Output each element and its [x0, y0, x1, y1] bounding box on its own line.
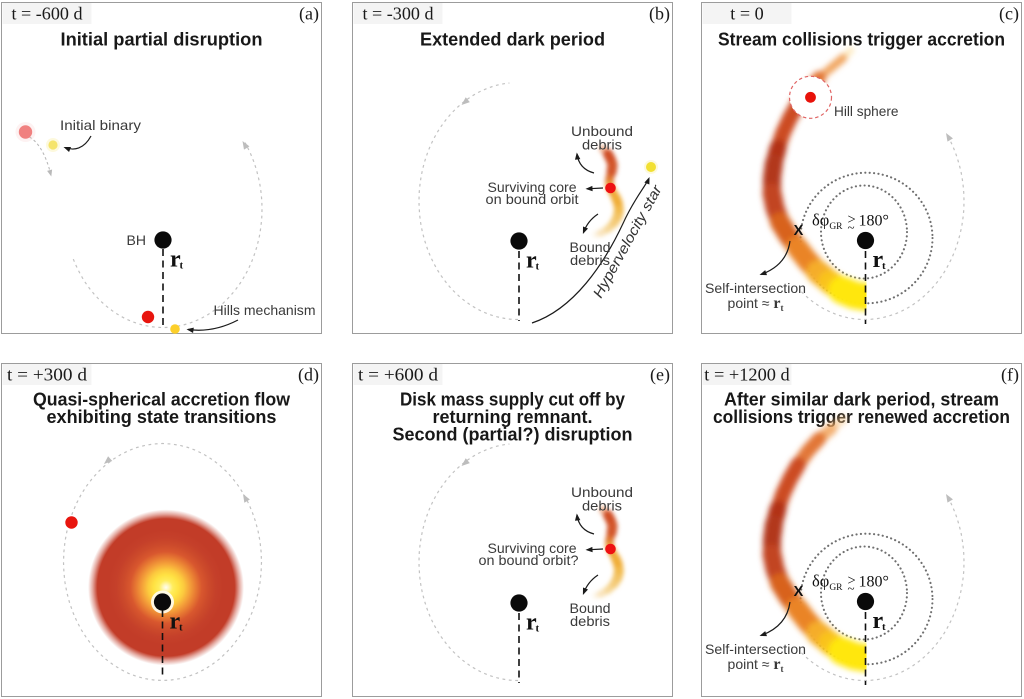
svg-text:Initial partial disruption: Initial partial disruption [61, 30, 263, 50]
svg-text:t: t [882, 621, 886, 633]
svg-text:(b): (b) [649, 4, 670, 25]
svg-text:Hill sphere: Hill sphere [834, 103, 899, 119]
svg-text:After similar dark period, str: After similar dark period, stream [724, 390, 999, 410]
svg-text:r: r [526, 248, 537, 274]
svg-text:Stream collisions trigger accr: Stream collisions trigger accretion [718, 30, 1005, 50]
svg-text:>: > [848, 573, 856, 589]
svg-text:t = +600 d: t = +600 d [358, 365, 438, 385]
svg-text:(a): (a) [299, 4, 319, 25]
svg-text:Surviving core: Surviving core [488, 179, 577, 195]
svg-text:t = -600 d: t = -600 d [12, 4, 83, 24]
svg-text:on bound orbit: on bound orbit [486, 191, 579, 207]
svg-text:t = +1200 d: t = +1200 d [704, 365, 790, 385]
svg-text:Self-intersection: Self-intersection [705, 280, 806, 296]
svg-text:Hills mechanism: Hills mechanism [214, 302, 316, 318]
svg-text:t: t [882, 260, 886, 272]
svg-text:t: t [536, 261, 540, 273]
svg-text:X: X [794, 223, 804, 239]
svg-text:Self-intersection: Self-intersection [705, 641, 806, 657]
svg-text:r: r [170, 609, 181, 635]
svg-text:r: r [170, 247, 181, 273]
svg-text:r: r [873, 608, 884, 634]
svg-text:Surviving core: Surviving core [488, 540, 577, 556]
svg-text:on bound orbit?: on bound orbit? [479, 552, 579, 568]
svg-text:Extended dark period: Extended dark period [420, 30, 605, 50]
svg-text:>: > [848, 212, 856, 228]
svg-text:r: r [873, 247, 884, 273]
svg-text:180°: 180° [859, 213, 889, 230]
svg-text:r: r [526, 610, 537, 636]
svg-text:debris: debris [582, 498, 622, 514]
svg-text:~: ~ [848, 581, 855, 596]
svg-text:t = +300 d: t = +300 d [7, 365, 87, 385]
svg-text:exhibiting state transitions: exhibiting state transitions [47, 407, 277, 427]
svg-text:t: t [179, 622, 183, 634]
svg-text:180°: 180° [859, 574, 889, 591]
svg-text:Unbound: Unbound [571, 123, 633, 139]
svg-text:Initial binary: Initial binary [60, 117, 141, 133]
svg-text:collisions trigger renewed acc: collisions trigger renewed accretion [713, 407, 1010, 427]
svg-text:(e): (e) [650, 365, 670, 386]
svg-text:(d): (d) [298, 365, 319, 386]
svg-text:debris: debris [570, 613, 610, 629]
svg-text:Unbound: Unbound [571, 484, 633, 500]
svg-text:Bound: Bound [570, 239, 611, 255]
svg-text:(c): (c) [999, 4, 1019, 25]
svg-text:Quasi-spherical accretion flow: Quasi-spherical accretion flow [33, 390, 291, 410]
svg-text:t: t [180, 260, 184, 272]
svg-text:BH: BH [127, 232, 146, 248]
svg-text:t = -300 d: t = -300 d [363, 4, 434, 24]
svg-text:point ≈ rt: point ≈ rt [728, 656, 784, 674]
svg-text:debris: debris [582, 137, 622, 153]
svg-text:Disk mass supply cut off by: Disk mass supply cut off by [400, 390, 625, 410]
svg-text:t = 0: t = 0 [730, 4, 764, 24]
svg-text:X: X [794, 584, 804, 600]
svg-text:(f): (f) [1001, 365, 1019, 386]
svg-text:debris: debris [570, 252, 610, 268]
svg-text:t: t [536, 623, 540, 635]
svg-text:~: ~ [848, 220, 855, 235]
svg-text:point ≈ rt: point ≈ rt [728, 295, 784, 313]
svg-text:Second (partial?) disruption: Second (partial?) disruption [393, 425, 633, 445]
svg-text:Bound: Bound [570, 600, 611, 616]
svg-text:returning remnant.: returning remnant. [433, 407, 593, 427]
